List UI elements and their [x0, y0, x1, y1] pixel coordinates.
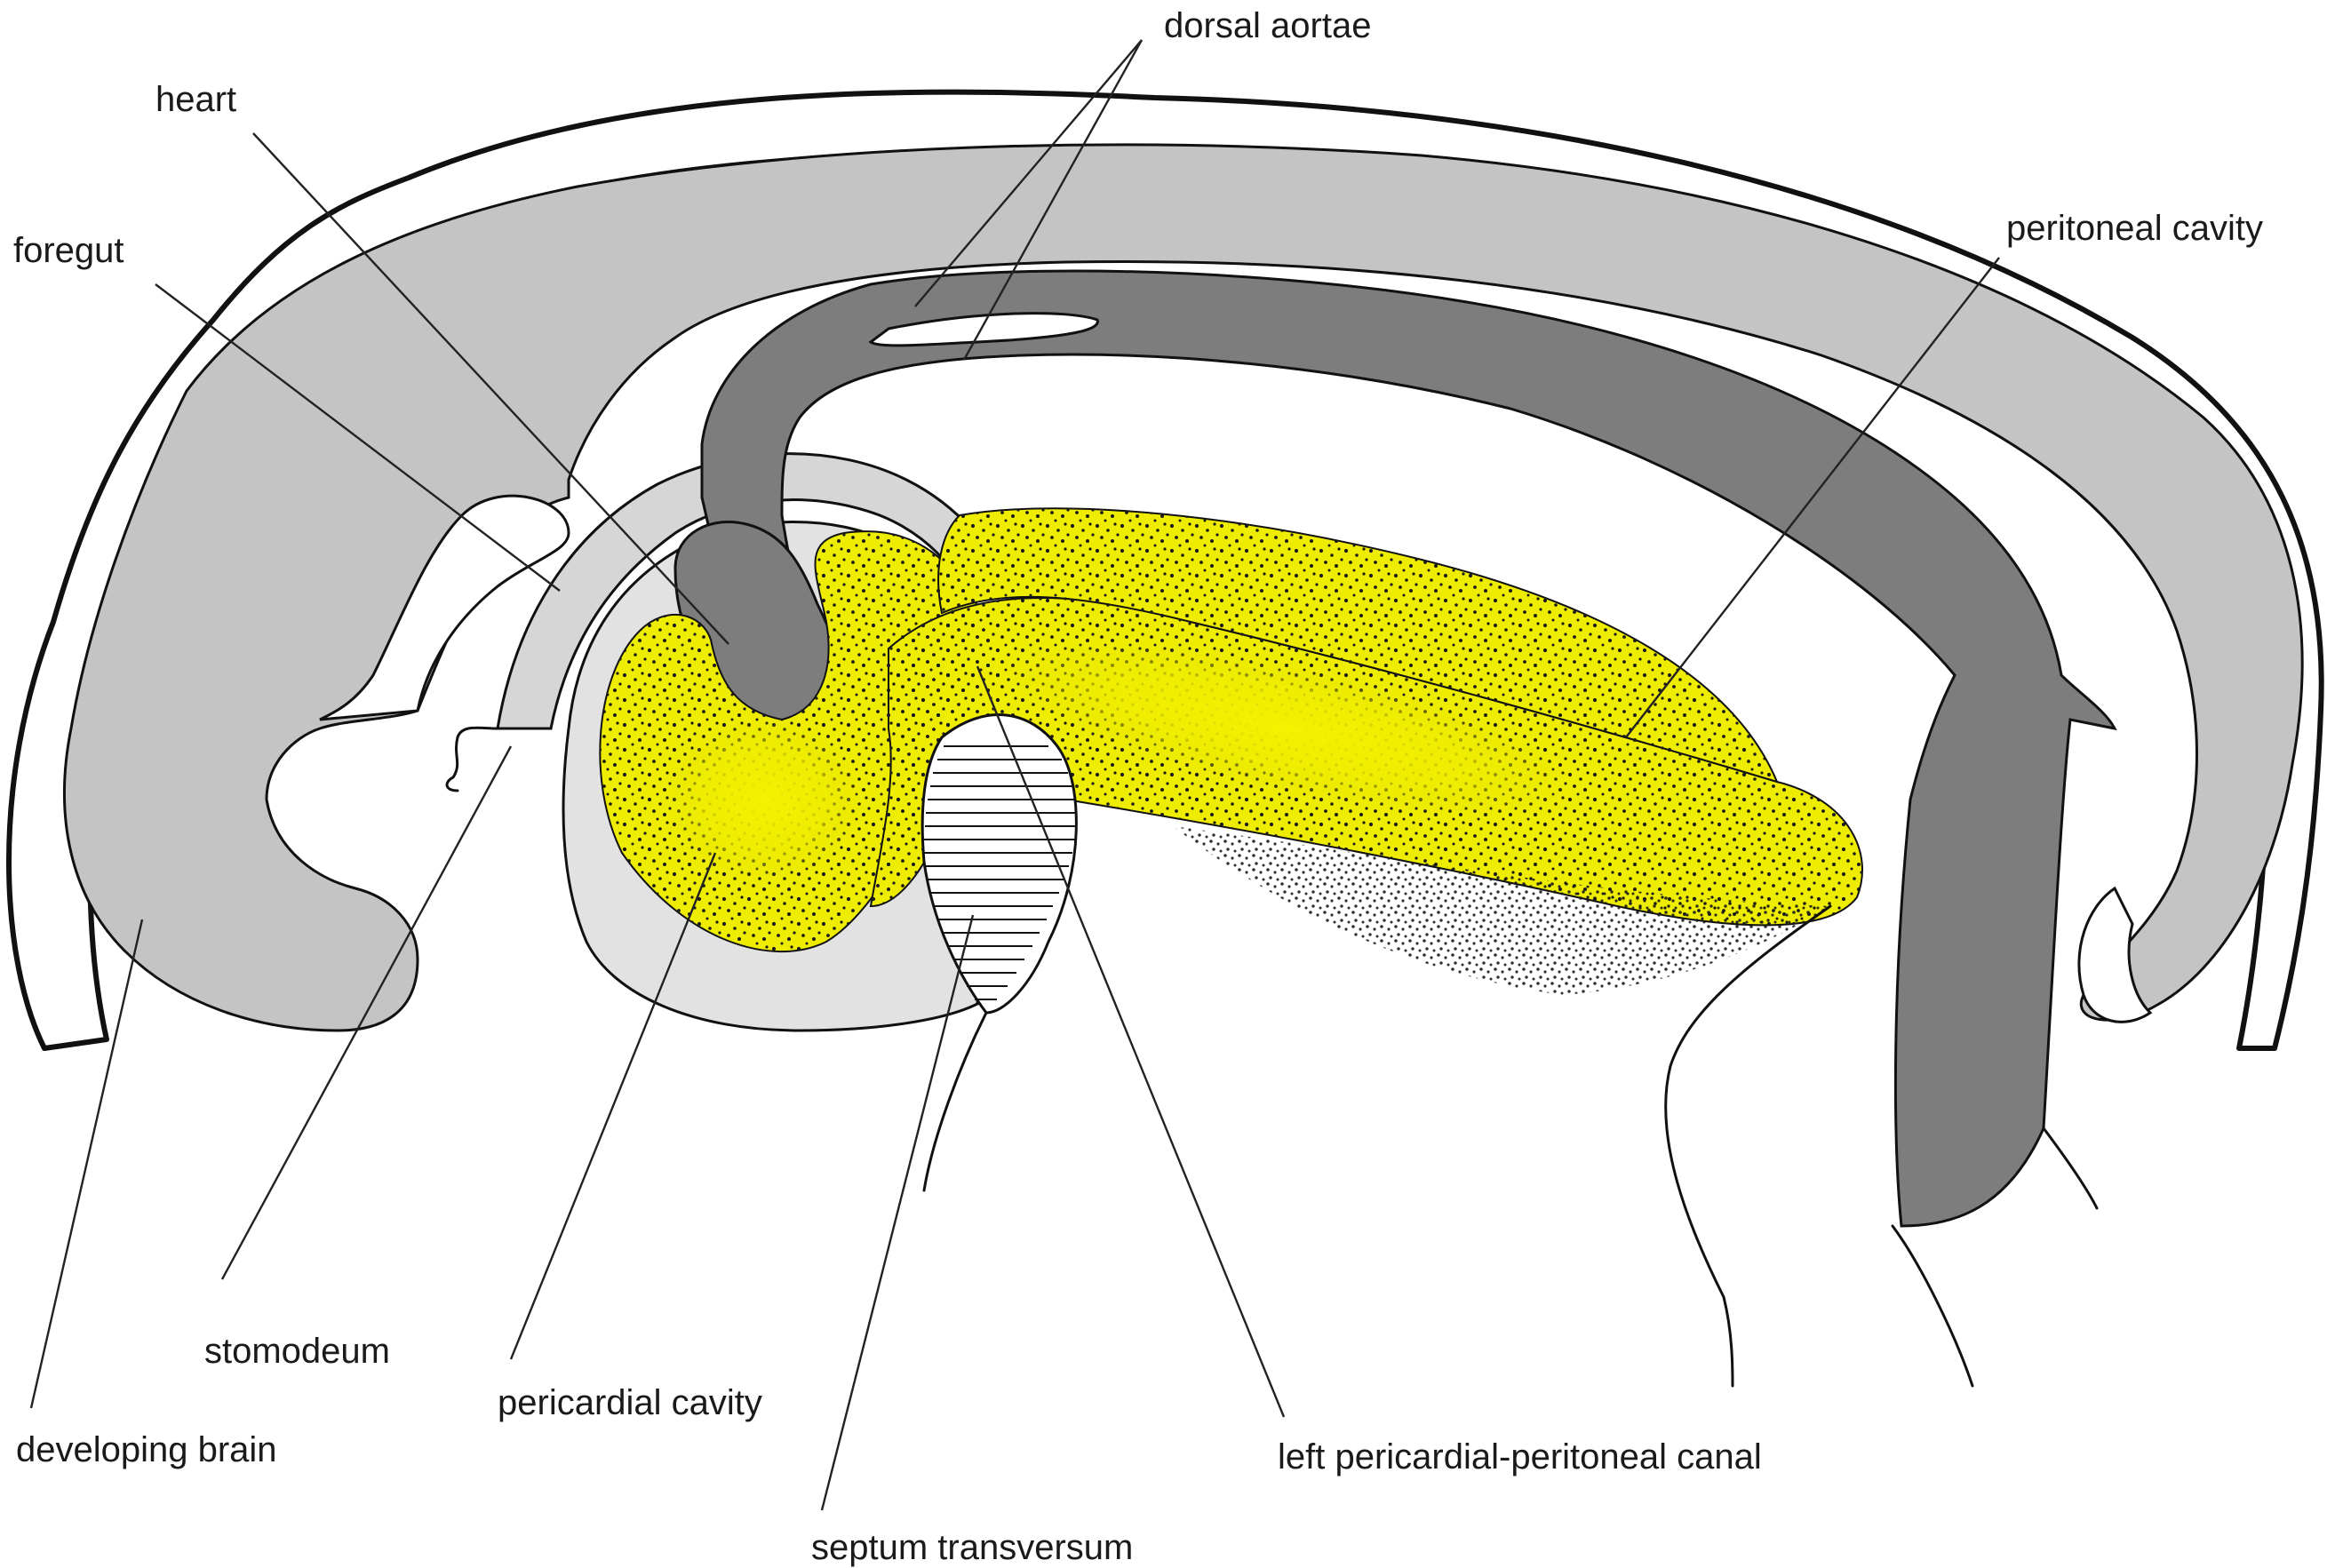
- label-dorsal-aortae: dorsal aortae: [1164, 6, 1371, 45]
- label-left-canal: left pericardial-peritoneal canal: [1278, 1437, 1762, 1476]
- ventral-body-wall-2: [1666, 906, 1830, 1386]
- label-stomodeum: stomodeum: [204, 1332, 390, 1371]
- label-pericardial-cavity: pericardial cavity: [498, 1383, 762, 1422]
- pericardial-highlight: [666, 720, 862, 880]
- label-heart: heart: [155, 80, 236, 119]
- label-developing-brain: developing brain: [16, 1430, 277, 1469]
- ventral-body-wall: [924, 1013, 986, 1190]
- label-peritoneal-cavity: peritoneal cavity: [2006, 209, 2263, 248]
- tail-lower-line-2: [2044, 1128, 2097, 1208]
- label-foregut: foregut: [13, 231, 124, 270]
- label-septum-transversum: septum transversum: [811, 1528, 1133, 1567]
- leader-developing-brain: [31, 919, 142, 1408]
- tail-lower-line: [1893, 1226, 1972, 1386]
- stomodeum-notch: [447, 728, 498, 791]
